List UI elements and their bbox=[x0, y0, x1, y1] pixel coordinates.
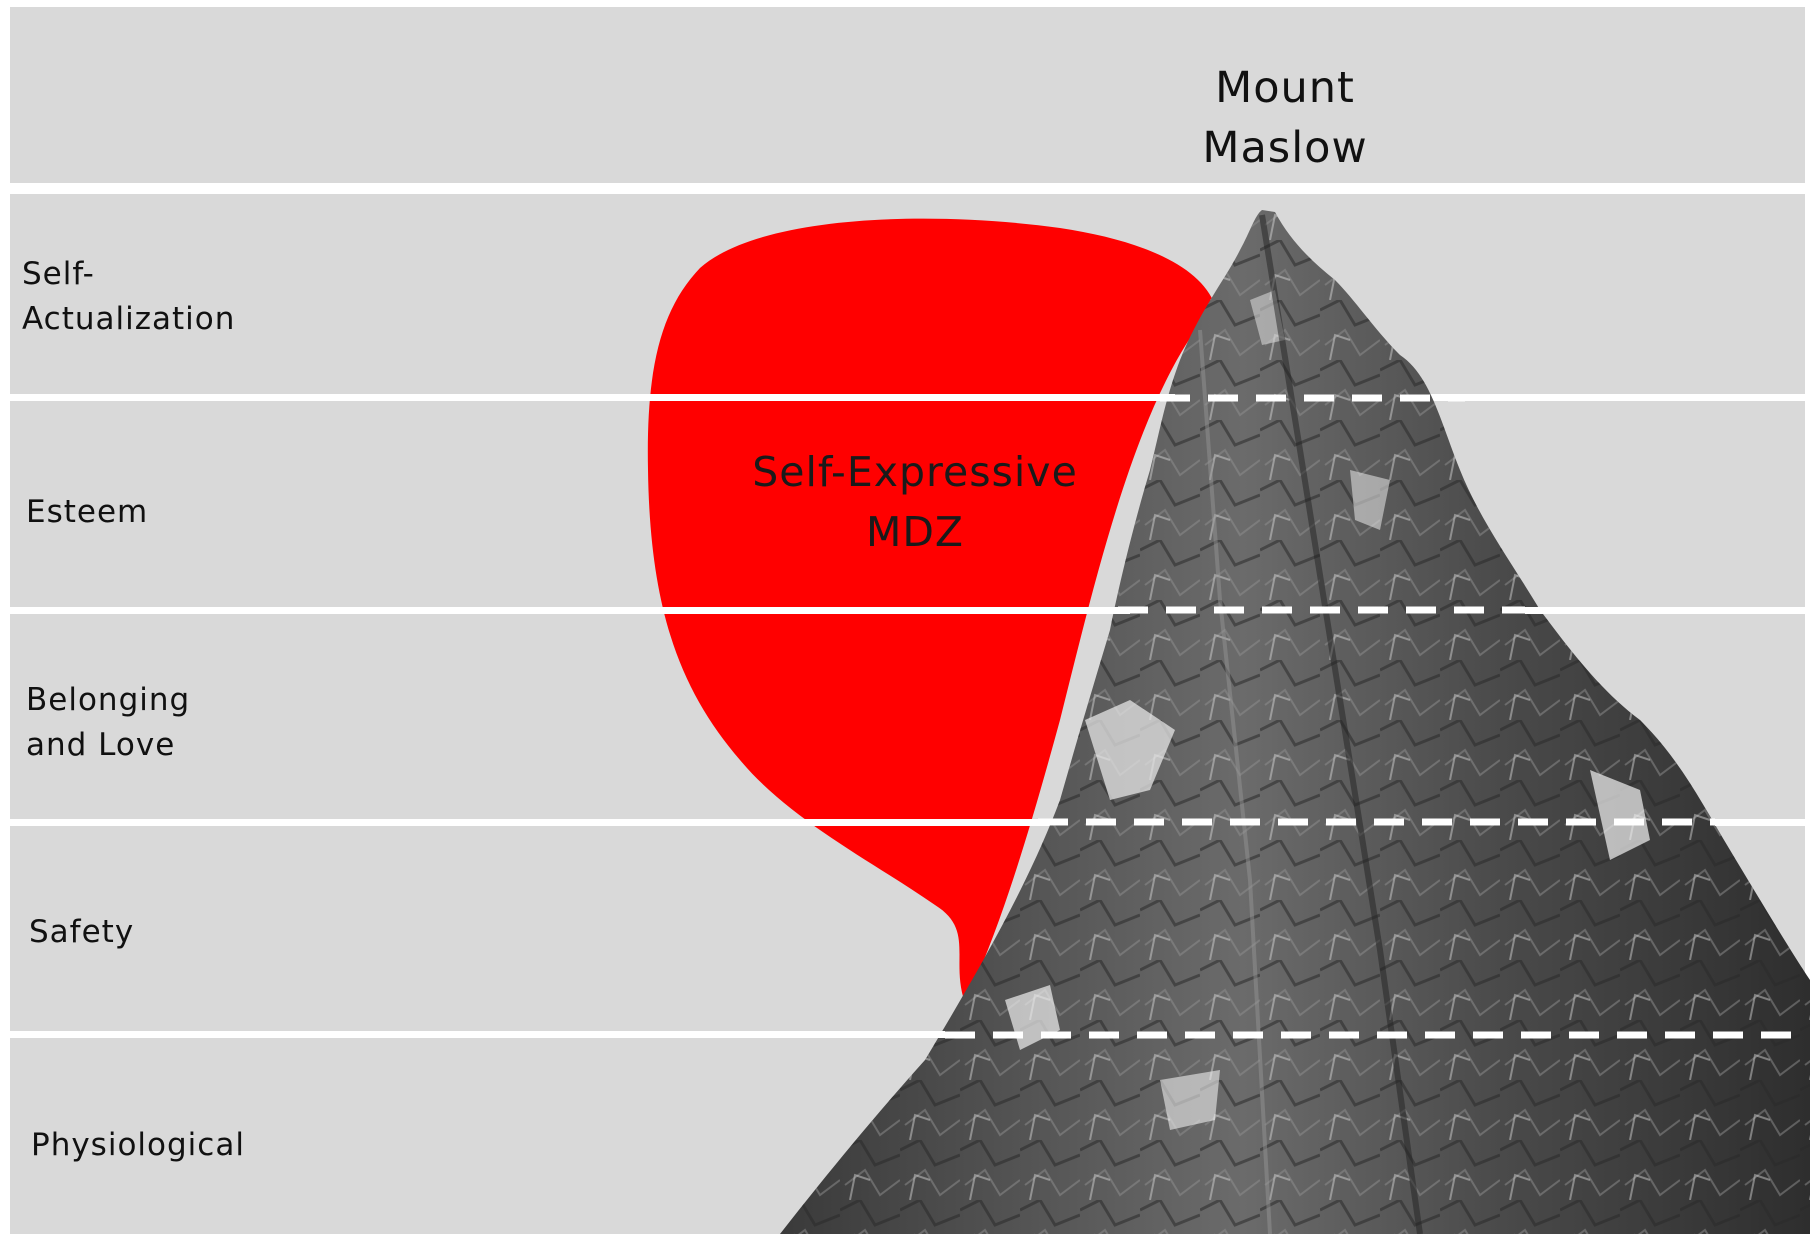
diagram-title: Mount Maslow bbox=[1135, 58, 1435, 178]
zone-label-line-1: Self-Expressive bbox=[752, 448, 1078, 496]
divider bbox=[10, 394, 1175, 401]
zone-label-line-2: MDZ bbox=[865, 508, 965, 556]
level-label-line: Safety bbox=[29, 914, 135, 950]
level-label-line: Physiological bbox=[31, 1127, 245, 1163]
level-label-physiological: Physiological bbox=[31, 1123, 245, 1168]
level-label-self-actualization: Self- Actualization bbox=[22, 252, 235, 342]
title-line-2: Maslow bbox=[1202, 123, 1368, 173]
rock-ridge bbox=[1259, 214, 1423, 1234]
divider bbox=[1525, 607, 1805, 614]
level-label-belonging: Belonging and Love bbox=[26, 678, 190, 768]
level-label-line: Actualization bbox=[22, 301, 236, 337]
divider bbox=[1460, 394, 1805, 401]
snow-patch bbox=[1590, 770, 1650, 860]
title-line-1: Mount bbox=[1215, 63, 1355, 113]
divider bbox=[1715, 819, 1805, 826]
level-label-safety: Safety bbox=[29, 910, 134, 955]
level-label-line: and Love bbox=[26, 727, 176, 763]
level-dividers bbox=[10, 183, 1805, 1038]
divider bbox=[10, 1031, 945, 1038]
mountain-dashed-lines bbox=[945, 394, 1805, 1039]
snow-patch bbox=[1160, 1070, 1220, 1130]
band-title bbox=[10, 7, 1805, 183]
divider bbox=[10, 183, 1805, 194]
divider bbox=[10, 607, 1130, 614]
zone-label: Self-Expressive MDZ bbox=[680, 442, 1150, 562]
snow-patch bbox=[1085, 700, 1175, 800]
snow-patch bbox=[1350, 470, 1390, 530]
rock-ridge bbox=[1198, 329, 1272, 1234]
level-label-line: Esteem bbox=[26, 494, 149, 530]
level-label-line: Self- bbox=[22, 256, 95, 292]
level-label-esteem: Esteem bbox=[26, 490, 148, 535]
divider bbox=[10, 819, 1040, 826]
mountain-texture bbox=[780, 210, 1810, 1234]
level-label-line: Belonging bbox=[26, 682, 191, 718]
